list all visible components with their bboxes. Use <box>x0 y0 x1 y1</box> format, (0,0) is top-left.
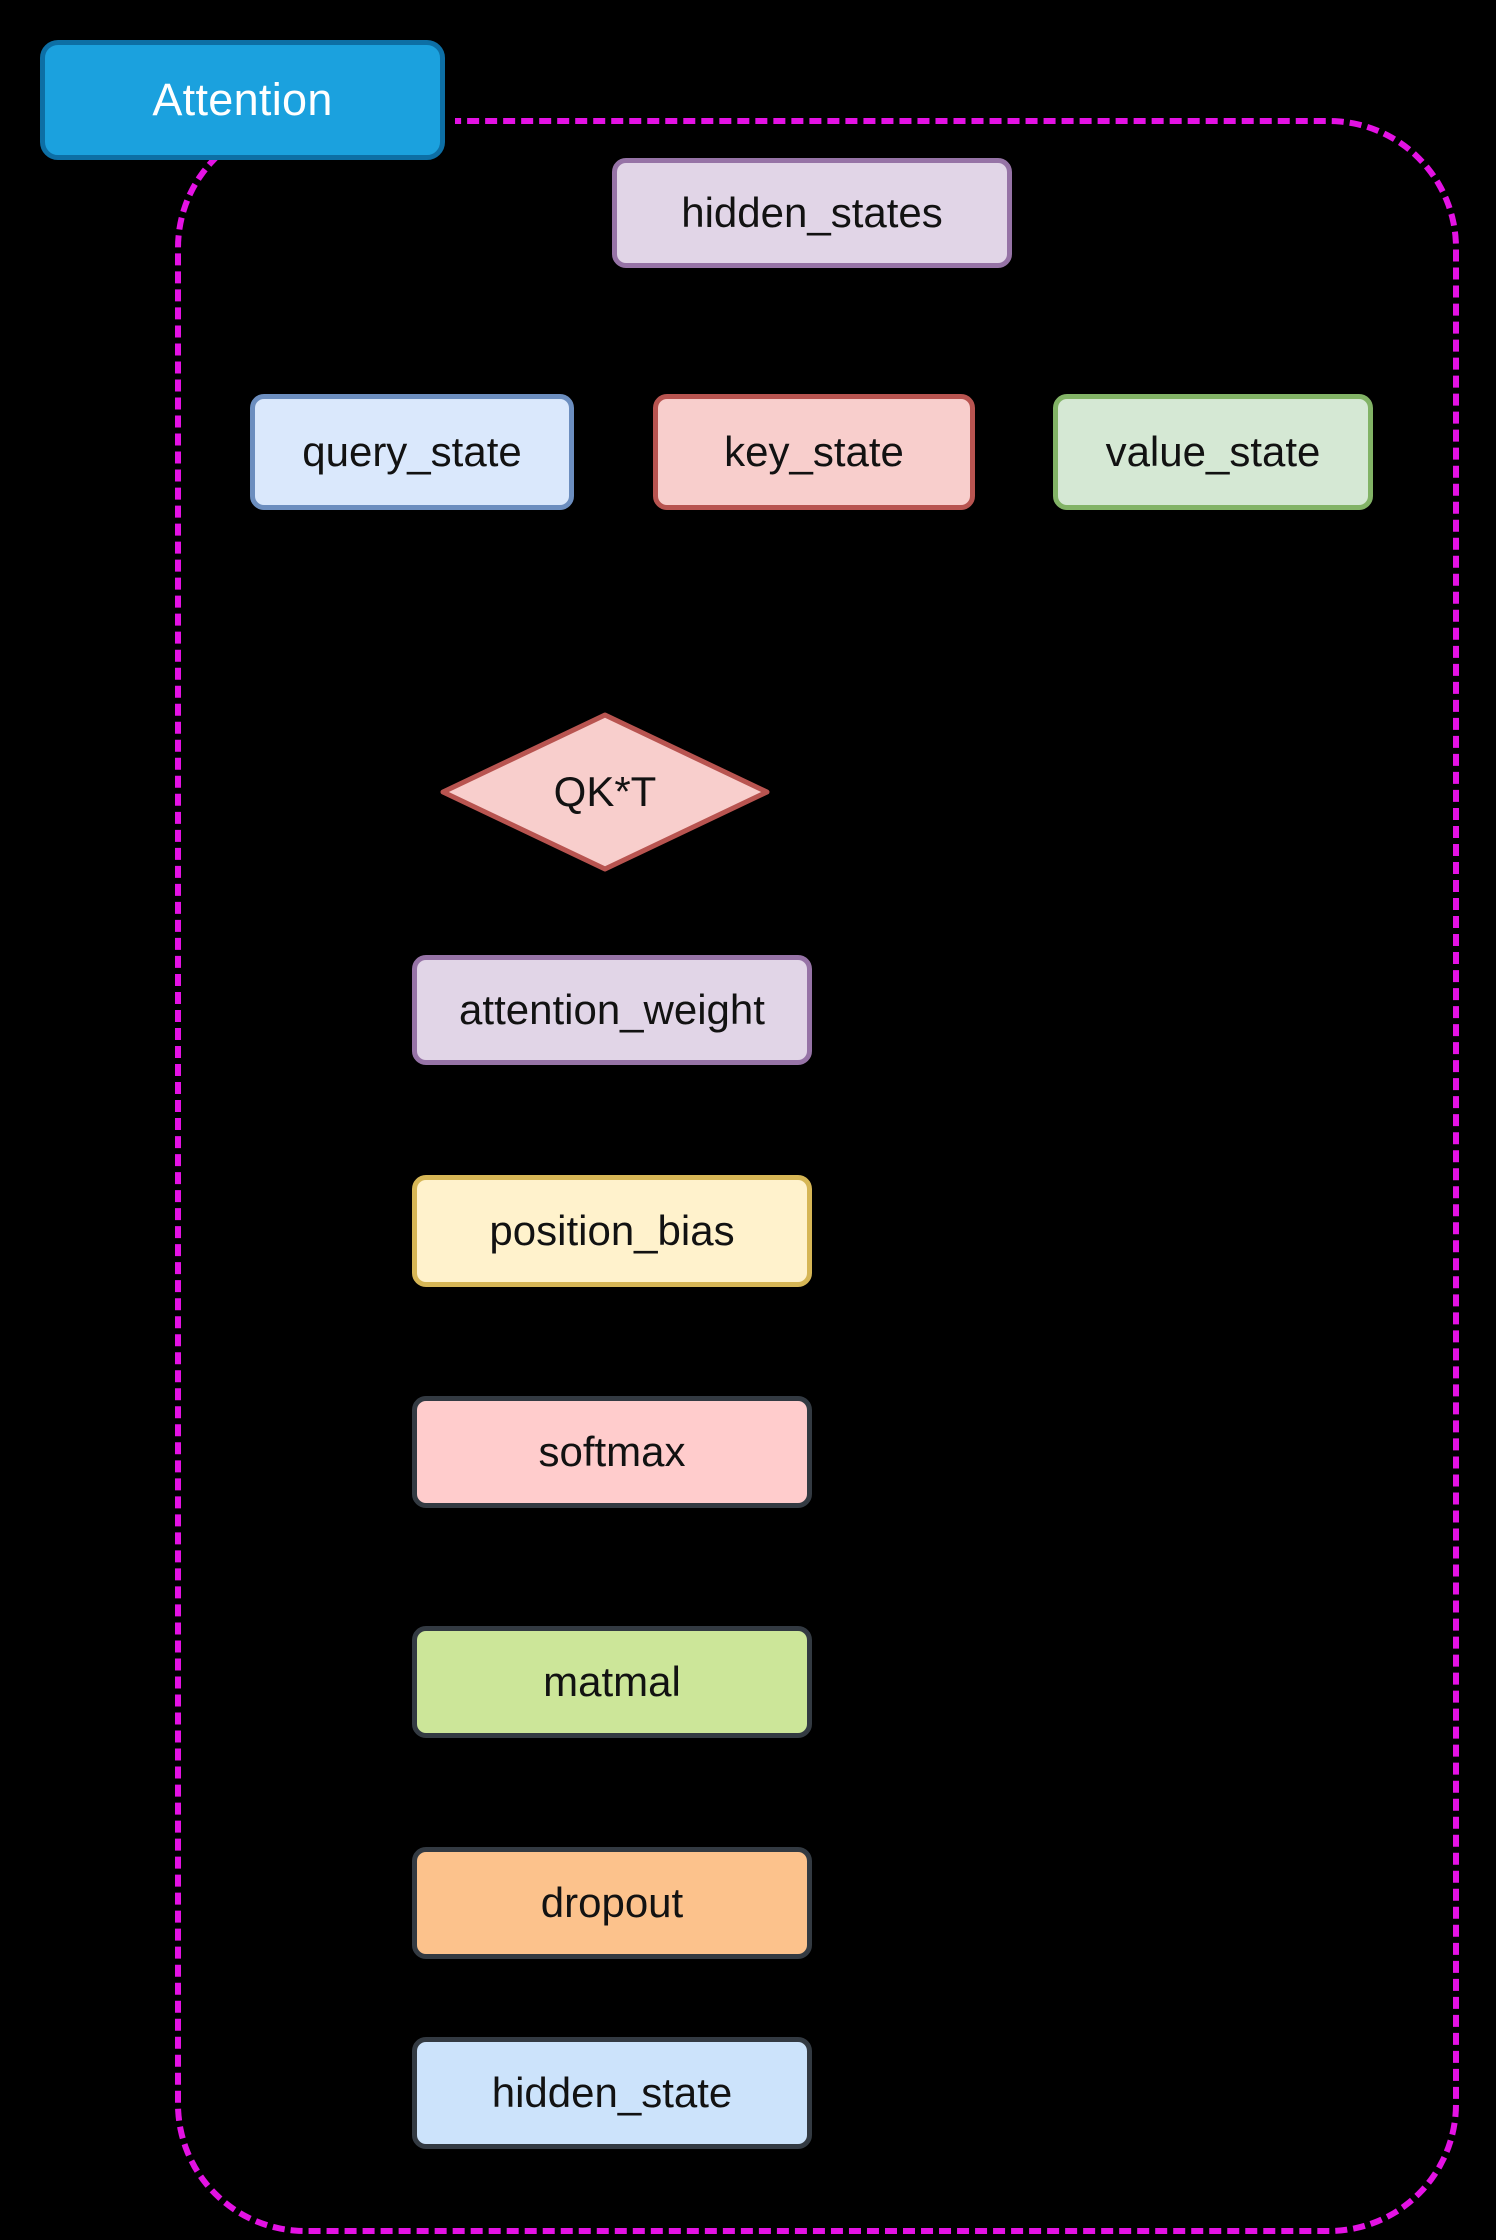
node-value_state[interactable]: value_state <box>1053 394 1373 510</box>
node-softmax[interactable]: softmax <box>412 1396 812 1508</box>
node-query_state[interactable]: query_state <box>250 394 574 510</box>
node-label-dropout: dropout <box>540 1878 684 1926</box>
node-label-attention_weight: attention_weight <box>459 985 765 1033</box>
node-dropout[interactable]: dropout <box>412 1847 812 1959</box>
node-key_state[interactable]: key_state <box>653 394 975 510</box>
node-label-qkt: QK*T <box>553 768 657 815</box>
diamond-shape-qkt <box>440 712 770 872</box>
node-position_bias[interactable]: position_bias <box>412 1175 812 1287</box>
node-attention_weight[interactable]: attention_weight <box>412 955 812 1065</box>
node-label-softmax: softmax <box>538 1427 686 1475</box>
node-qkt[interactable]: QK*T <box>440 712 770 872</box>
node-hidden_state[interactable]: hidden_state <box>412 2037 812 2149</box>
node-matmal[interactable]: matmal <box>412 1626 812 1738</box>
node-label-matmal: matmal <box>543 1657 681 1705</box>
node-label-hidden_states: hidden_states <box>681 188 943 236</box>
node-label-key_state: key_state <box>724 427 904 475</box>
node-label-value_state: value_state <box>1105 427 1321 475</box>
node-hidden_states[interactable]: hidden_states <box>612 158 1012 268</box>
subgraph-title-attention[interactable]: Attention <box>40 40 445 160</box>
node-label-position_bias: position_bias <box>489 1206 735 1254</box>
node-label-hidden_state: hidden_state <box>491 2068 733 2116</box>
subgraph-title-label: Attention <box>152 74 333 125</box>
node-label-query_state: query_state <box>302 427 522 475</box>
